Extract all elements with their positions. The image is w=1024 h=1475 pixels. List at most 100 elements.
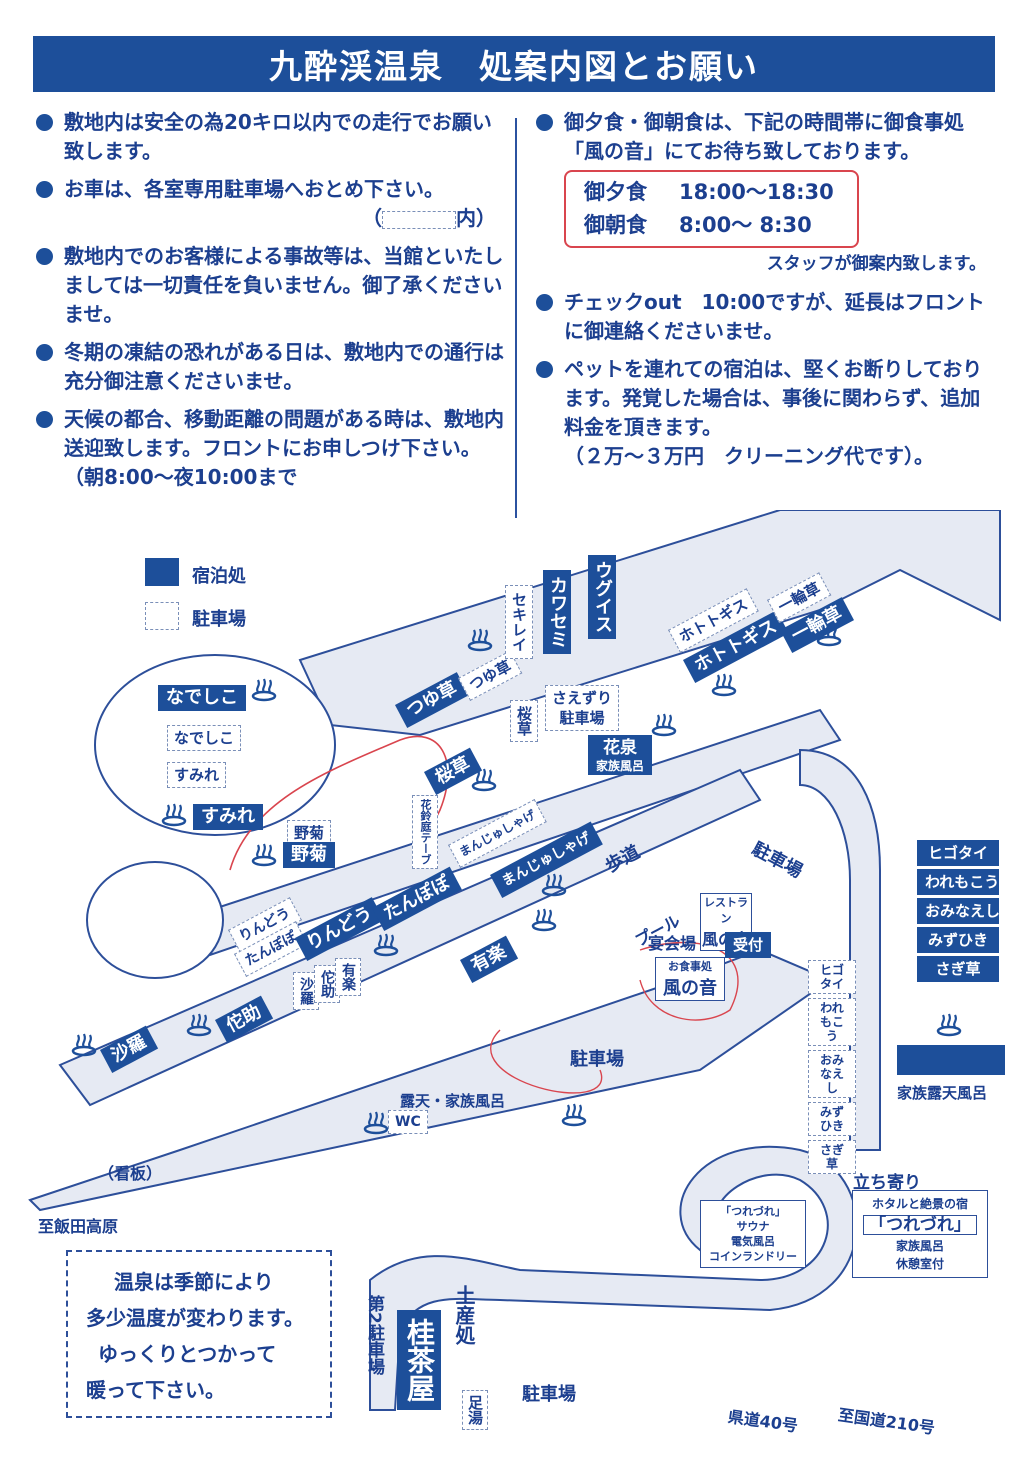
reception[interactable]: 受付 [725,932,772,958]
parking-uraku: 有楽 [335,958,361,996]
hot-spring-icon [363,1111,389,1135]
dinner-time: 18:00～18:30 [679,180,834,204]
hot-spring-icon [71,1033,97,1057]
hot-spring-icon [651,713,677,737]
bullet-icon [536,294,553,311]
family-rotenburo-label: 家族露天風呂 [897,1084,988,1102]
label-souvenir: 土産処 [452,1285,476,1345]
room-nadeshiko: なでしこ [158,685,246,711]
right-room: おみなえし [917,898,1000,924]
tsurezure-sub1: 家族風呂 [895,1239,944,1253]
legend-parking-label: 駐車場 [192,609,246,630]
note-meals: 御夕食・御朝食は、下記の時間帯に御食事処「風の音」にてお待ち致しております。 御… [536,108,996,279]
parking-sakura: 桜草 [510,700,538,742]
right-parking-slot: われもこう [808,998,856,1046]
note-shuttle: 天候の都合、移動距離の問題がある時は、敷地内送迎致します。フロントにお申しつけ下… [36,405,506,492]
bullet-icon [36,114,53,131]
tsurezure-box: ホタルと絶景の宿 「つれづれ」 家族風呂 休憩室付 [852,1190,988,1278]
bullet-icon [36,411,53,428]
page-title: 九酔渓温泉 処案内図とお願い [33,36,995,92]
dinner-label: 御夕食 [584,180,647,204]
right-parking: ヒゴタイわれもこうおみなえしみずひきさぎ草 [808,960,856,1174]
hot-spring-icon [373,933,399,957]
label-kanban: （看板） [98,1164,163,1183]
tsurezure-small-3: コインランドリー [709,1250,797,1263]
note-accident-text: 敷地内でのお客様による事故等は、当館といたしましては一切責任を負いません。御了承… [64,244,504,326]
pet-fee: （２万～３万円 クリーニング代です）。 [564,444,934,468]
bullet-icon [36,181,53,198]
room-hanaizumi: 花泉家族風呂 [588,735,653,775]
right-room: さぎ草 [917,956,999,982]
hot-spring-icon [186,1013,212,1037]
note-winter-text: 冬期の凍結の恐れがある日は、敷地内での通行は充分御注意くださいませ。 [64,340,504,393]
tsurezure-title: ホタルと絶景の宿 [871,1197,968,1211]
site-map: 宿泊処 駐車場 なでしこ なでしこ すみれ すみれ 野菊 野菊 つゆ草 つゆ草 … [0,510,1024,1475]
parking-saezuri: さえずり駐車場 [545,685,620,731]
road-right [799,748,881,1151]
ashiyu: 足湯 [462,1390,488,1430]
note-line-2: 多少温度が変わります。 [86,1306,304,1330]
restaurant-small: レストラン [704,896,748,925]
hot-spring-icon [561,1103,587,1127]
right-rooms: ヒゴタイわれもこうおみなえしみずひきさぎ草 [917,840,1000,982]
parking-saezuri-name: さえずり [552,689,613,707]
parking-kariyose: 花鈴庭テーブ [412,795,438,869]
hot-spring-icon [467,628,493,652]
dining-name: 風の音 [663,978,717,999]
red-annotation [490,1029,603,1094]
parking-inline-note: （内） [362,206,496,230]
parking-sumire: すみれ [167,762,227,788]
hot-spring-icon [161,803,187,827]
bullet-icon [36,344,53,361]
bullet-icon [536,361,553,378]
road-loop [369,1145,858,1411]
hot-spring-icon [711,673,737,697]
label-to-iidakogen: 至飯田高原 [38,1217,119,1236]
parking-sekirei: セキレイ [505,585,533,659]
note-line-1: 温泉は季節により [114,1270,274,1294]
road-bottom [28,948,833,1212]
meal-intro: 御夕食・御朝食は、下記の時間帯に御食事処「風の音」にてお待ち致しております。 [564,110,964,163]
pet-text: ペットを連れての宿泊は、堅くお断りしております。発覚した場合は、事後に関わらず、… [564,357,983,439]
hot-spring-icon [471,768,497,792]
dining-box: お食事処風の音 [655,957,725,1001]
note-speed: 敷地内は安全の為20キロ以内での走行でお願い致します。 [36,108,506,166]
breakfast-time: 8:00～ 8:30 [679,213,812,237]
staff-note: スタッフが御案内致します。 [766,254,986,274]
note-pet: ペットを連れての宿泊は、堅くお断りしております。発覚した場合は、事後に関わらず、… [536,355,996,471]
rotenburo-title: 露天・家族風呂 [400,1092,506,1110]
keichaya: 桂茶屋 [397,1310,441,1410]
parking-dasuke: 佗助 [314,965,340,1003]
label-second-parking: 第2駐車場 [364,1295,384,1375]
hot-spring-icon [531,908,557,932]
column-divider [515,118,517,518]
right-room: われもこう [917,869,999,895]
room-nogiku: 野菊 [283,842,335,868]
note-line-4: 暖って下さい。 [86,1378,225,1402]
hot-spring-icon [936,1013,962,1037]
label-parking-lower: 駐車場 [570,1049,624,1070]
note-accident: 敷地内でのお客様による事故等は、当館といたしましては一切責任を負いません。御了承… [36,242,506,329]
bath-cell: WC [388,1110,428,1134]
bullet-icon [536,114,553,131]
legend-parking-swatch [145,602,179,630]
right-room: ヒゴタイ [917,840,999,866]
note-parking-text: お車は、各室専用駐車場へおとめ下さい。 [64,177,444,201]
right-parking-slot: さぎ草 [808,1140,856,1174]
label-tachiyori: 立ち寄り [853,1173,921,1193]
dinner-row: 御夕食 18:00～18:30 [584,176,839,209]
room-hanaizumi-name: 花泉 [603,738,637,758]
legend-lodging-swatch [145,558,179,586]
parking-saezuri-sub: 駐車場 [559,709,605,727]
dining-small: お食事処 [668,960,712,973]
note-shuttle-text: 天候の都合、移動距離の問題がある時は、敷地内送迎致します。フロントにお申しつけ下… [64,407,504,489]
note-line-3: ゆっくりとつかって [98,1342,277,1366]
bullet-icon [36,248,53,265]
tsurezure-sub2: 休憩室付 [895,1257,944,1271]
tsurezure-small-title: 「つれづれ」 [720,1205,786,1218]
legend-lodging-label: 宿泊処 [192,566,246,587]
right-parking-slot: ヒゴタイ [808,960,856,994]
room-hanaizumi-sub: 家族風呂 [596,759,645,773]
